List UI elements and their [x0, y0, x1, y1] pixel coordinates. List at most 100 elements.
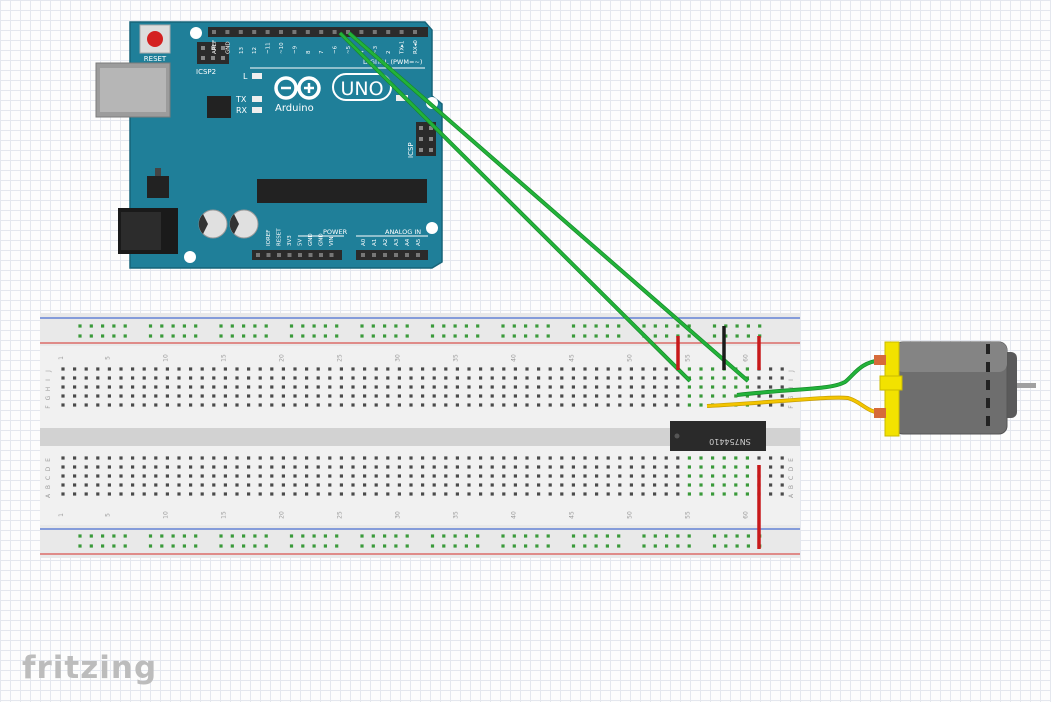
breadboard-hole[interactable] — [618, 483, 622, 487]
breadboard-hole[interactable] — [386, 492, 390, 496]
breadboard-hole[interactable] — [96, 492, 100, 496]
breadboard-hole[interactable] — [502, 367, 506, 371]
breadboard-hole[interactable] — [757, 456, 761, 460]
breadboard-hole[interactable] — [363, 385, 367, 389]
breadboard-hole[interactable] — [560, 367, 564, 371]
breadboard-hole[interactable] — [200, 483, 204, 487]
rail-hole[interactable] — [101, 534, 105, 538]
breadboard-hole[interactable] — [525, 483, 529, 487]
breadboard-hole[interactable] — [745, 456, 749, 460]
breadboard-hole[interactable] — [165, 394, 169, 398]
rail-hole[interactable] — [123, 534, 127, 538]
breadboard-hole[interactable] — [84, 492, 88, 496]
breadboard-hole[interactable] — [653, 474, 657, 478]
breadboard-hole[interactable] — [664, 385, 668, 389]
breadboard-hole[interactable] — [409, 394, 413, 398]
breadboard-hole[interactable] — [142, 367, 146, 371]
sn754410-chip[interactable]: SN754410 — [670, 421, 766, 451]
breadboard-hole[interactable] — [525, 456, 529, 460]
breadboard-hole[interactable] — [84, 376, 88, 380]
breadboard-hole[interactable] — [687, 474, 691, 478]
rail-hole[interactable] — [571, 534, 576, 538]
rail-hole[interactable] — [665, 534, 669, 538]
breadboard-hole[interactable] — [525, 385, 529, 389]
breadboard-hole[interactable] — [479, 474, 483, 478]
breadboard-hole[interactable] — [96, 403, 100, 407]
breadboard-hole[interactable] — [409, 465, 413, 469]
breadboard-hole[interactable] — [548, 394, 552, 398]
breadboard-hole[interactable] — [571, 403, 575, 407]
breadboard-hole[interactable] — [363, 456, 367, 460]
breadboard-hole[interactable] — [107, 456, 111, 460]
rail-hole[interactable] — [323, 534, 327, 538]
breadboard-hole[interactable] — [537, 394, 541, 398]
breadboard-hole[interactable] — [386, 483, 390, 487]
breadboard-hole[interactable] — [270, 474, 274, 478]
breadboard-hole[interactable] — [455, 465, 459, 469]
breadboard-hole[interactable] — [386, 403, 390, 407]
breadboard-hole[interactable] — [444, 492, 448, 496]
breadboard-hole[interactable] — [235, 376, 239, 380]
rail-hole[interactable] — [535, 544, 539, 548]
breadboard-hole[interactable] — [734, 456, 738, 460]
breadboard-hole[interactable] — [73, 403, 77, 407]
breadboard-hole[interactable] — [711, 483, 715, 487]
rail-hole[interactable] — [264, 544, 268, 548]
breadboard-hole[interactable] — [73, 385, 77, 389]
breadboard-hole[interactable] — [165, 367, 169, 371]
breadboard-hole[interactable] — [386, 465, 390, 469]
rail-hole[interactable] — [687, 544, 691, 548]
breadboard-hole[interactable] — [780, 376, 784, 380]
breadboard-hole[interactable] — [96, 465, 100, 469]
breadboard-hole[interactable] — [629, 465, 633, 469]
breadboard-hole[interactable] — [397, 483, 401, 487]
rail-hole[interactable] — [112, 334, 116, 338]
breadboard-hole[interactable] — [131, 394, 135, 398]
rail-hole[interactable] — [512, 334, 516, 338]
rail-hole[interactable] — [289, 324, 294, 328]
breadboard-hole[interactable] — [374, 394, 378, 398]
breadboard-hole[interactable] — [537, 403, 541, 407]
rail-hole[interactable] — [360, 544, 364, 548]
breadboard-hole[interactable] — [293, 376, 297, 380]
rail-hole[interactable] — [594, 544, 598, 548]
breadboard-hole[interactable] — [537, 492, 541, 496]
breadboard-hole[interactable] — [664, 403, 668, 407]
breadboard-hole[interactable] — [432, 385, 436, 389]
breadboard-hole[interactable] — [119, 492, 123, 496]
breadboard-hole[interactable] — [560, 385, 564, 389]
breadboard-hole[interactable] — [351, 456, 355, 460]
breadboard-hole[interactable] — [119, 474, 123, 478]
breadboard-hole[interactable] — [270, 483, 274, 487]
breadboard-hole[interactable] — [513, 394, 517, 398]
breadboard-hole[interactable] — [119, 483, 123, 487]
breadboard-hole[interactable] — [107, 376, 111, 380]
rail-hole[interactable] — [182, 544, 186, 548]
breadboard-hole[interactable] — [305, 394, 309, 398]
rail-hole[interactable] — [512, 534, 516, 538]
breadboard-hole[interactable] — [502, 403, 506, 407]
breadboard-hole[interactable] — [571, 385, 575, 389]
breadboard-hole[interactable] — [328, 492, 332, 496]
breadboard-hole[interactable] — [177, 403, 181, 407]
breadboard-hole[interactable] — [467, 367, 471, 371]
breadboard-hole[interactable] — [745, 474, 749, 478]
rail-hole[interactable] — [642, 324, 646, 328]
breadboard-hole[interactable] — [455, 394, 459, 398]
breadboard-hole[interactable] — [595, 403, 599, 407]
breadboard-hole[interactable] — [444, 465, 448, 469]
rail-hole[interactable] — [171, 324, 175, 328]
breadboard-hole[interactable] — [374, 483, 378, 487]
breadboard-hole[interactable] — [223, 394, 227, 398]
rail-hole[interactable] — [712, 334, 717, 338]
breadboard-hole[interactable] — [84, 403, 88, 407]
breadboard-hole[interactable] — [444, 474, 448, 478]
rail-hole[interactable] — [160, 544, 164, 548]
rail-hole[interactable] — [253, 334, 257, 338]
rail-hole[interactable] — [594, 534, 598, 538]
rail-hole[interactable] — [746, 334, 750, 338]
rail-hole[interactable] — [571, 324, 576, 328]
breadboard-hole[interactable] — [339, 394, 343, 398]
breadboard-hole[interactable] — [479, 483, 483, 487]
breadboard-hole[interactable] — [200, 376, 204, 380]
